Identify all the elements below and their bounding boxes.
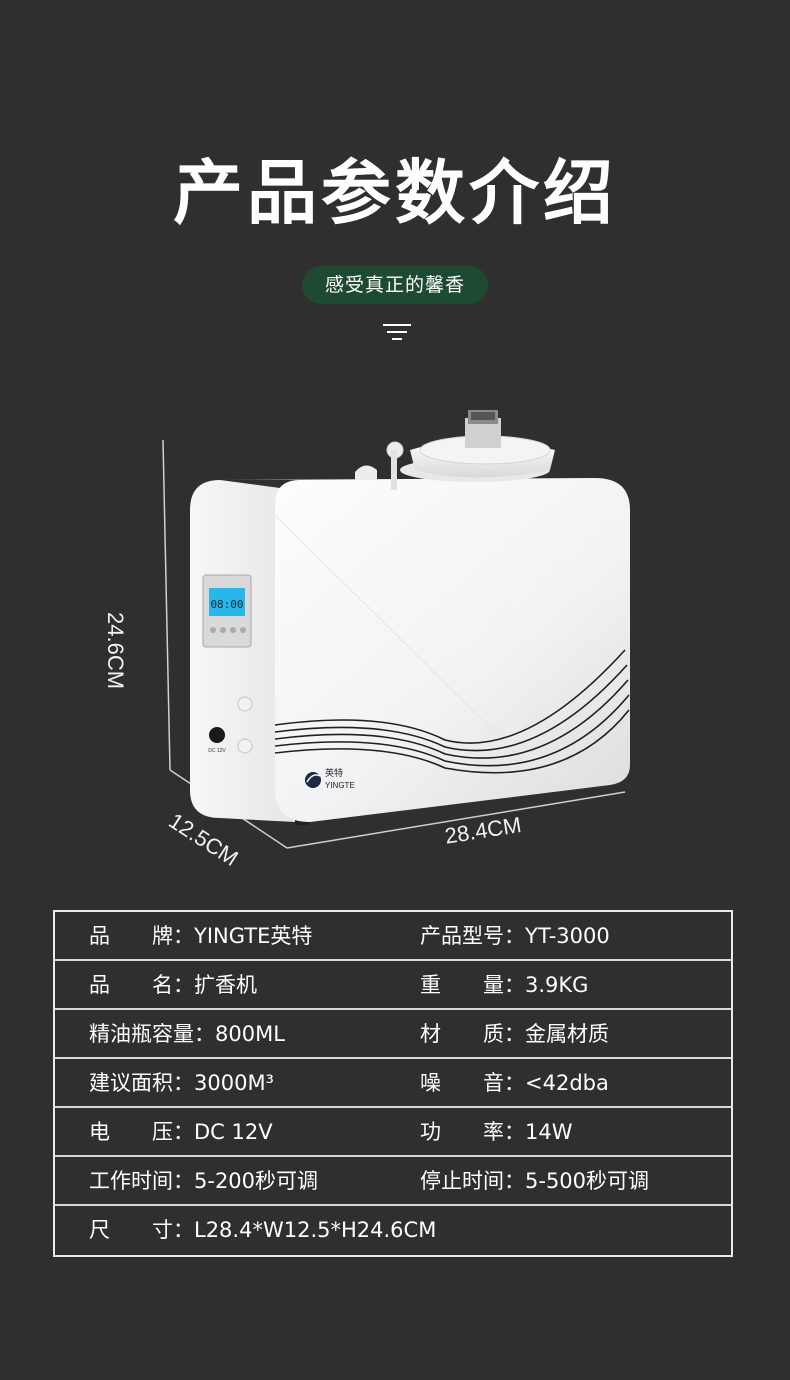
spec-power: 功 率：14W [420, 1120, 573, 1144]
spec-row: 品 名：扩香机 重 量：3.9KG [55, 961, 731, 1010]
svg-text:YINGTE: YINGTE [325, 781, 355, 790]
spec-size: 尺 寸：L28.4*W12.5*H24.6CM [89, 1218, 437, 1242]
yingte-logo: 英特 YINGTE [305, 767, 355, 790]
spec-area: 建议面积：3000M³ [89, 1071, 274, 1095]
lcd-time: 08:00 [210, 598, 243, 611]
spec-row: 尺 寸：L28.4*W12.5*H24.6CM [55, 1206, 731, 1255]
spec-row: 工作时间：5-200秒可调 停止时间：5-500秒可调 [55, 1157, 731, 1206]
spec-stop-time: 停止时间：5-500秒可调 [420, 1169, 650, 1193]
page-title: 产品参数介绍 [173, 152, 617, 234]
spec-brand: 品 牌：YINGTE英特 [89, 924, 313, 948]
hamburger-menu-icon [383, 324, 411, 340]
spec-voltage: 电 压：DC 12V [89, 1120, 273, 1144]
spec-name: 品 名：扩香机 [89, 973, 257, 997]
spec-row: 精油瓶容量：800ML 材 质：金属材质 [55, 1010, 731, 1059]
spec-model: 产品型号：YT-3000 [420, 924, 610, 948]
spec-weight: 重 量：3.9KG [420, 973, 589, 997]
svg-text:英特: 英特 [325, 767, 343, 779]
spec-bottle-capacity: 精油瓶容量：800ML [89, 1022, 285, 1046]
spec-row: 电 压：DC 12V 功 率：14W [55, 1108, 731, 1157]
spec-row: 建议面积：3000M³ 噪 音：<42dba [55, 1059, 731, 1108]
spec-work-time: 工作时间：5-200秒可调 [89, 1169, 319, 1193]
spec-noise: 噪 音：<42dba [420, 1071, 609, 1095]
dc-port-label: DC 12V [208, 748, 226, 754]
diffuser-product-image: 08:00 DC 12V 英特 YINGTE [125, 410, 665, 870]
spec-table: 品 牌：YINGTE英特 产品型号：YT-3000 品 名：扩香机 重 量：3.… [53, 910, 733, 1257]
spec-row: 品 牌：YINGTE英特 产品型号：YT-3000 [55, 912, 731, 961]
tagline-badge: 感受真正的馨香 [302, 266, 488, 304]
spec-material: 材 质：金属材质 [420, 1022, 609, 1046]
